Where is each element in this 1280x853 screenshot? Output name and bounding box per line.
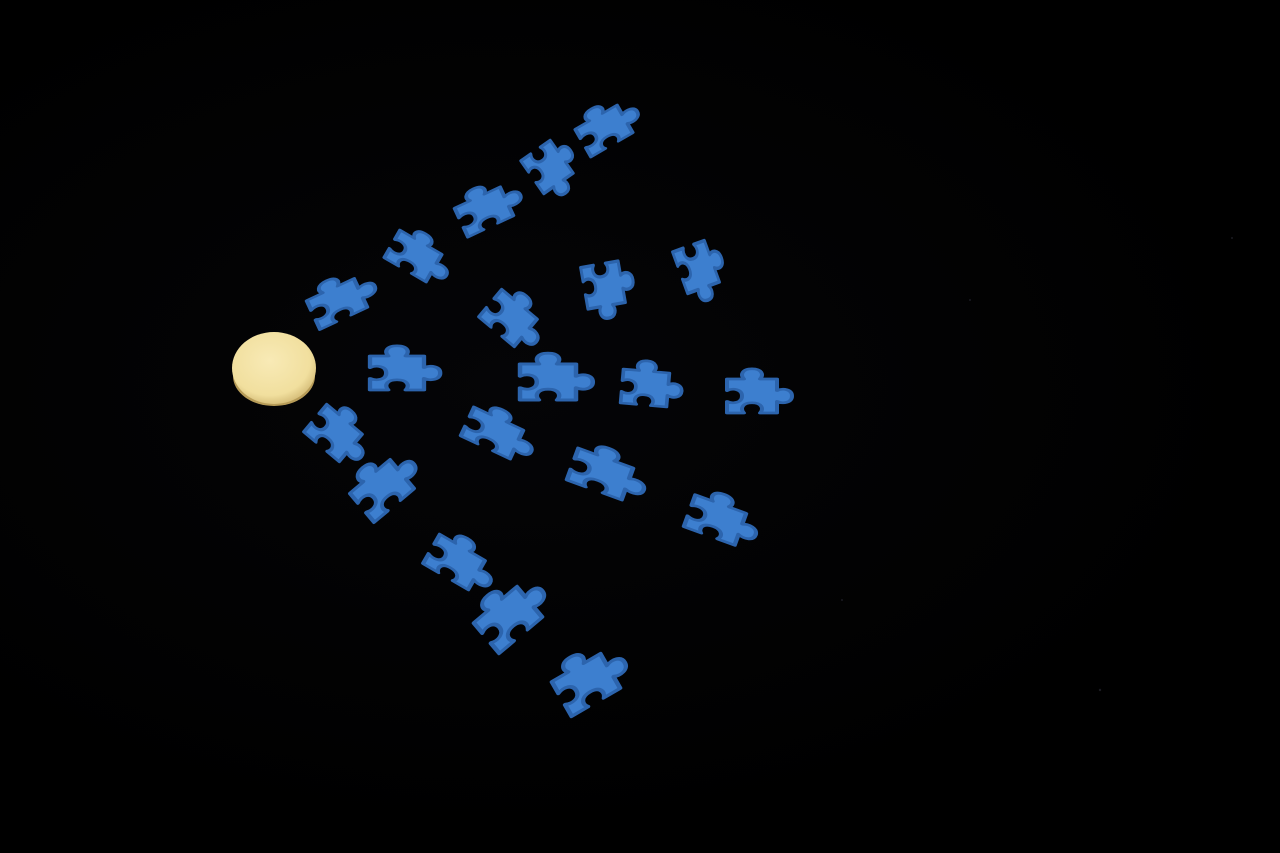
puzzle-piece [303,263,382,329]
puzzle-piece [727,369,792,413]
puzzle-piece [521,134,589,203]
puzzle-piece [384,222,459,289]
puzzle-piece [423,525,504,597]
puzzle-piece [673,237,734,306]
yellow-disc [232,332,316,406]
puzzle-piece [304,396,380,470]
puzzle-piece [684,485,765,551]
dust-specks [841,237,1233,692]
puzzle-piece [370,346,440,390]
puzzle-piece [520,353,593,400]
puzzle-piece [461,398,542,465]
puzzle-piece [546,635,635,716]
puzzle-piece [581,259,639,321]
puzzle-piece [567,439,653,506]
puzzle-piece [621,359,684,408]
puzzle-piece [451,172,527,237]
puzzle-piece [479,281,555,355]
puzzle-piece [570,90,645,157]
